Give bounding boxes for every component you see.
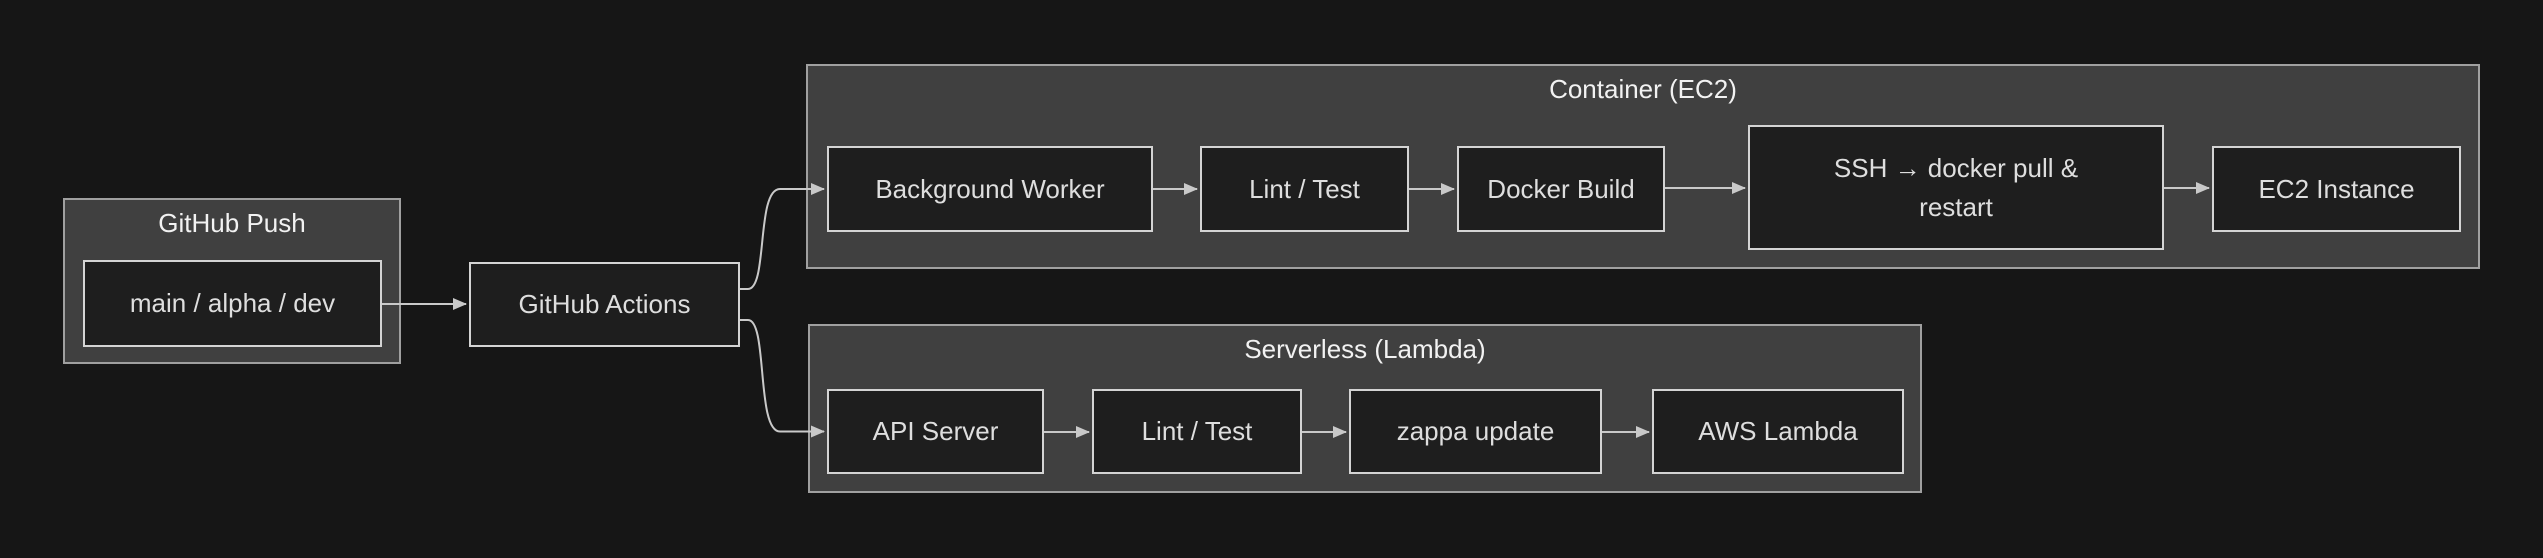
node-docker-build: Docker Build bbox=[1457, 146, 1665, 232]
node-label-background-worker: Background Worker bbox=[875, 173, 1105, 204]
node-label-api-server: API Server bbox=[872, 416, 999, 446]
node-aws-lambda: AWS Lambda bbox=[1652, 389, 1904, 474]
node-api-server: API Server bbox=[827, 389, 1044, 474]
node-zappa-update: zappa update bbox=[1349, 389, 1602, 474]
node-ec2-instance: EC2 Instance bbox=[2212, 146, 2461, 232]
node-lint-test-lambda: Lint / Test bbox=[1092, 389, 1302, 474]
node-label-ec2-instance: EC2 Instance bbox=[2258, 173, 2415, 204]
group-label-container-ec2: Container (EC2) bbox=[1549, 74, 1737, 104]
node-label-aws-lambda: AWS Lambda bbox=[1698, 416, 1858, 446]
node-lint-test-ec2: Lint / Test bbox=[1200, 146, 1409, 232]
node-ssh-docker-pull: SSH → docker pull & restart bbox=[1748, 125, 2164, 250]
node-github-actions: GitHub Actions bbox=[469, 262, 740, 347]
node-branches: main / alpha / dev bbox=[83, 260, 382, 347]
node-label-lint-test-lambda: Lint / Test bbox=[1141, 416, 1253, 446]
group-label-serverless-lambda: Serverless (Lambda) bbox=[1244, 334, 1486, 364]
node-label-ssh-docker-pull: SSH → docker pull & restart bbox=[1833, 152, 2079, 222]
node-label-zappa-update: zappa update bbox=[1396, 416, 1555, 446]
group-label-github-push: GitHub Push bbox=[158, 208, 306, 238]
node-background-worker: Background Worker bbox=[827, 146, 1153, 232]
node-label-lint-test-ec2: Lint / Test bbox=[1249, 173, 1360, 204]
node-label-docker-build: Docker Build bbox=[1487, 173, 1635, 204]
node-label-branches: main / alpha / dev bbox=[129, 288, 336, 318]
node-label-github-actions: GitHub Actions bbox=[518, 289, 691, 319]
